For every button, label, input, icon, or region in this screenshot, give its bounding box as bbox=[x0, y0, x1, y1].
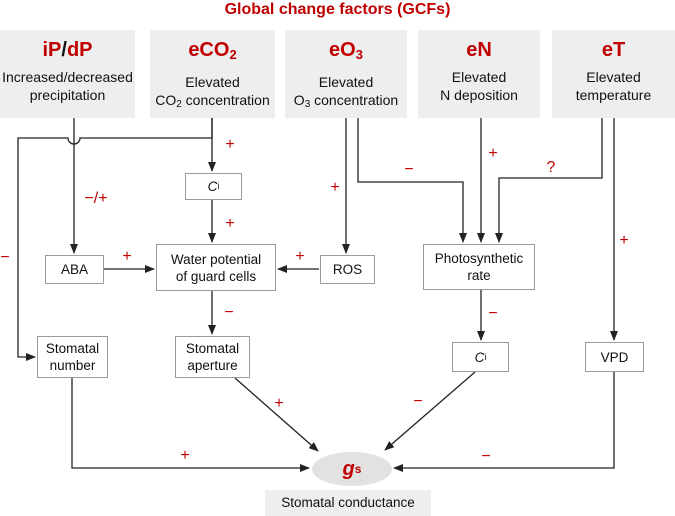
arrow-eco2-to-stomatal-number bbox=[17, 118, 213, 361]
sign-ip-to-stomatal-number: − bbox=[0, 249, 10, 266]
arrow-vpd-to-gs bbox=[393, 372, 615, 472]
sign-eo3-to-ros: + bbox=[330, 179, 340, 196]
sign-aba-to-water-potential: + bbox=[122, 248, 132, 265]
factor-code-eo3: eO3 bbox=[329, 39, 363, 62]
sign-ci-bottom-to-gs: − bbox=[413, 393, 423, 410]
factor-code-eco2: eCO2 bbox=[188, 39, 237, 62]
sign-ros-to-water-potential: + bbox=[295, 248, 305, 265]
node-aba: ABA bbox=[45, 255, 104, 284]
sign-photosynthetic-rate-to-ci: − bbox=[488, 305, 498, 322]
sign-en-to-photosynthetic-rate: + bbox=[488, 145, 498, 162]
arrow-ci-bottom-to-gs bbox=[384, 371, 476, 451]
sign-eco2-to-ci: + bbox=[225, 136, 235, 153]
sign-eo3-to-photosynthetic-rate: − bbox=[404, 161, 414, 178]
sign-ci-to-water-potential: + bbox=[225, 215, 235, 232]
stomatal-conductance-label: Stomatal conductance bbox=[265, 490, 431, 516]
factor-code-en: eN bbox=[466, 39, 492, 61]
diagram-title: Global change factors (GCFs) bbox=[224, 1, 451, 18]
node-vpd: VPD bbox=[585, 342, 644, 372]
sign-vpd-to-gs: − bbox=[481, 448, 491, 465]
arrow-et-to-photosynthetic-rate bbox=[495, 118, 603, 243]
sign-et-to-photosynthetic-rate: ? bbox=[546, 159, 556, 176]
arrow-eo3-to-photosynthetic-rate bbox=[357, 118, 467, 243]
factor-code-et: eT bbox=[601, 39, 626, 61]
sign-et-to-vpd: + bbox=[619, 232, 629, 249]
sign-stomatal-number-to-gs: + bbox=[180, 447, 190, 464]
arrow-stomatal-aperture-to-gs bbox=[234, 377, 319, 452]
sign-ip-to-aba: −/+ bbox=[84, 190, 108, 207]
sign-water-potential-to-aperture: − bbox=[224, 304, 234, 321]
sign-aperture-to-gs: + bbox=[274, 395, 284, 412]
node-ros: ROS bbox=[320, 255, 375, 284]
arrow-stomatal-number-to-gs bbox=[71, 378, 310, 472]
factor-code-ip-dp: iP/dP bbox=[42, 39, 93, 61]
